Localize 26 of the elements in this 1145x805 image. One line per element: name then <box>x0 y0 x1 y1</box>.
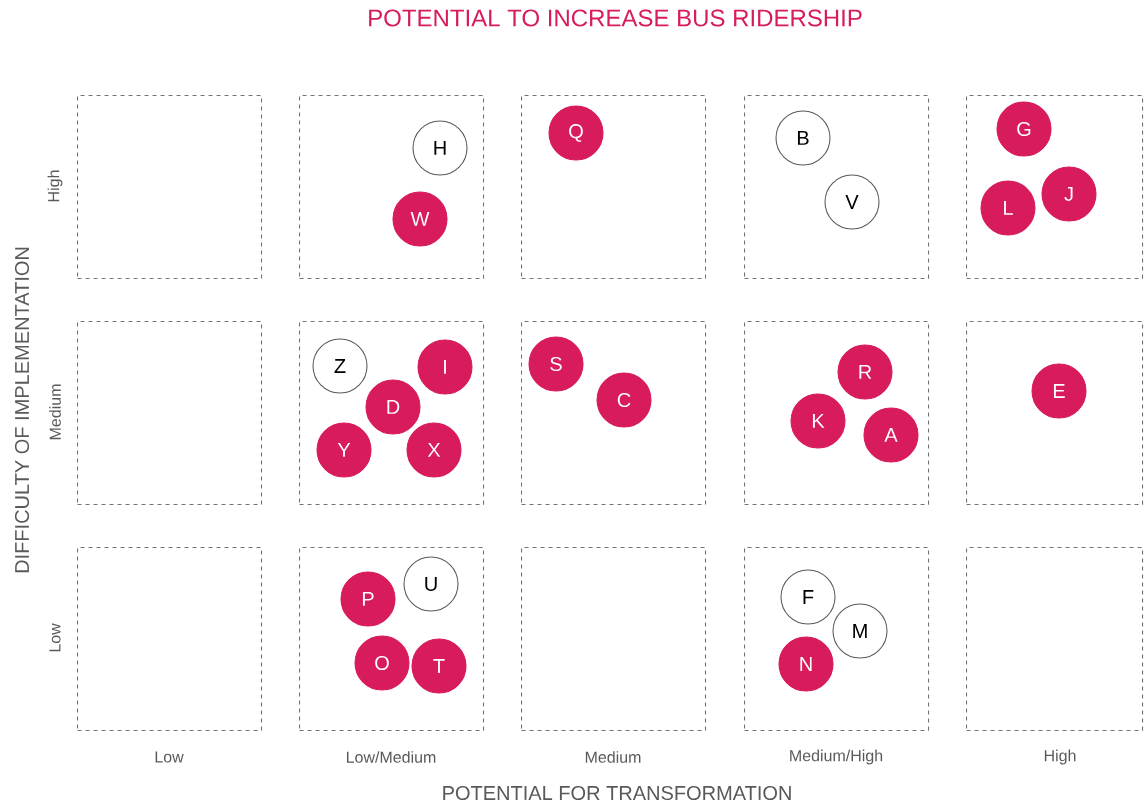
grid-cell <box>966 547 1144 732</box>
grid-cell <box>521 95 707 280</box>
axis-title: POTENTIAL FOR TRANSFORMATION <box>443 785 791 801</box>
grid-cell <box>744 321 930 506</box>
axis-category-label: Low/Medium <box>346 751 436 763</box>
axis-category-label: High <box>1044 749 1076 765</box>
axis-category-label: Medium <box>585 751 641 763</box>
grid-cell <box>966 95 1144 280</box>
axis-title: DIFFICULTY OF IMPLEMENTATION <box>14 247 30 573</box>
grid-cell <box>744 547 930 732</box>
axis-category-label: Medium/High <box>790 749 883 765</box>
grid-cell <box>77 95 263 280</box>
grid-cell <box>77 321 263 506</box>
grid-cell <box>966 321 1144 506</box>
axis-category-label: Medium <box>49 384 61 440</box>
chart-title: POTENTIAL TO INCREASE BUS RIDERSHIP <box>369 9 862 27</box>
grid-cell <box>299 95 485 280</box>
axis-category-label: Low <box>49 623 61 652</box>
grid-cell <box>77 547 263 732</box>
grid-cell <box>521 547 707 732</box>
grid-cell <box>521 321 707 506</box>
grid-cell <box>299 547 485 732</box>
axis-category-label: Low <box>155 751 184 763</box>
grid-cell <box>299 321 485 506</box>
grid-cell <box>744 95 930 280</box>
axis-category-label: High <box>47 170 63 202</box>
